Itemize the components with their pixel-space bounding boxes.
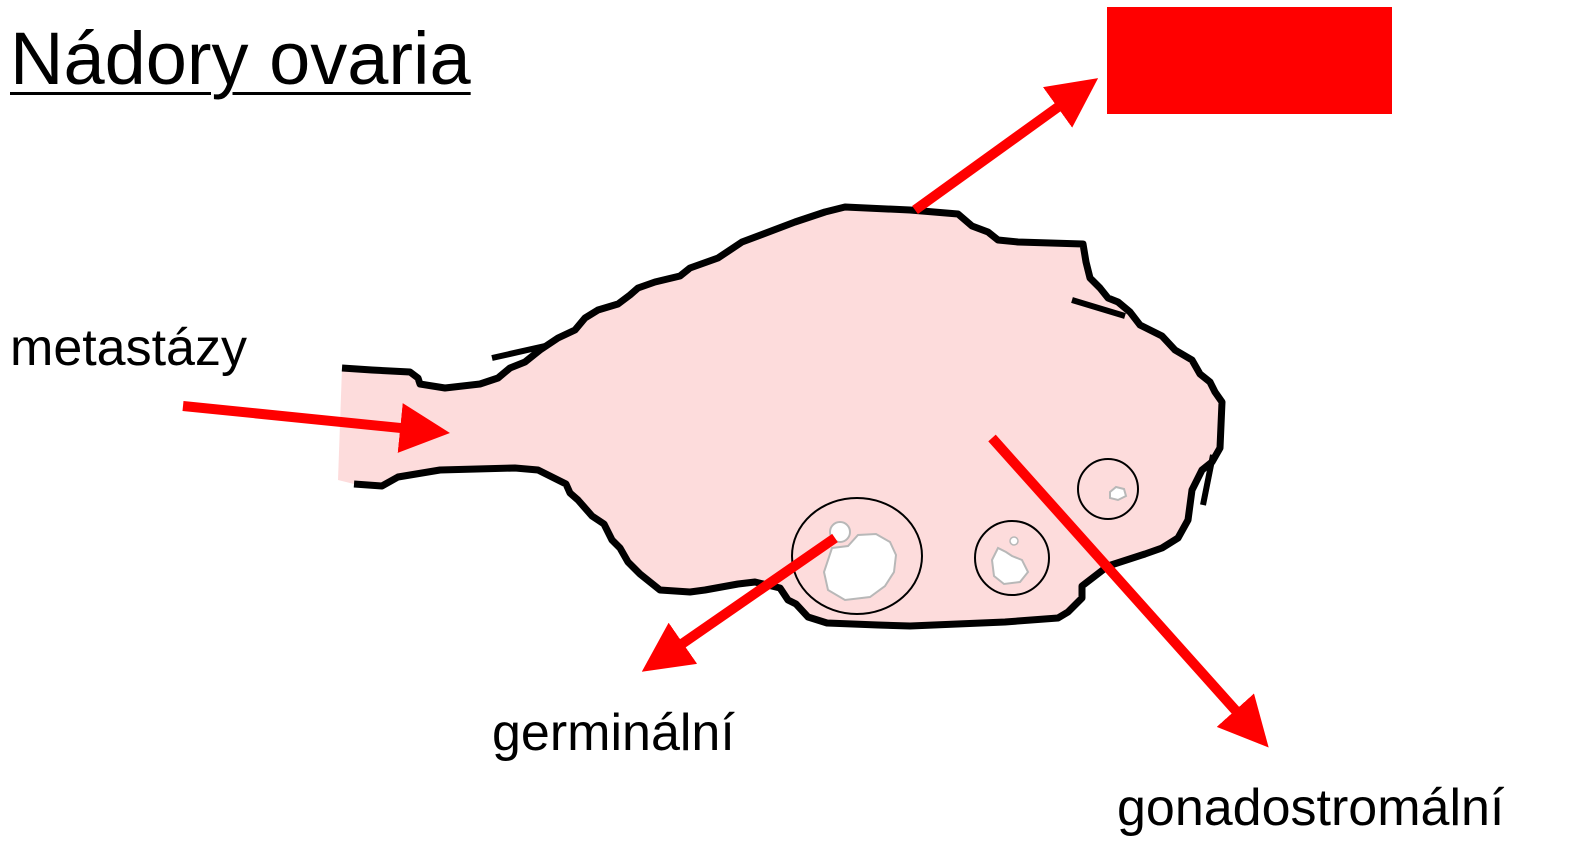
label-metastazy: metastázy	[10, 322, 247, 374]
follicle-small	[1078, 459, 1138, 519]
follicle-medium	[975, 521, 1049, 595]
label-germinalni: germinální	[492, 707, 735, 759]
arrow-to-red-box	[915, 84, 1090, 210]
label-gonadostromalni: gonadostromální	[1117, 782, 1504, 834]
